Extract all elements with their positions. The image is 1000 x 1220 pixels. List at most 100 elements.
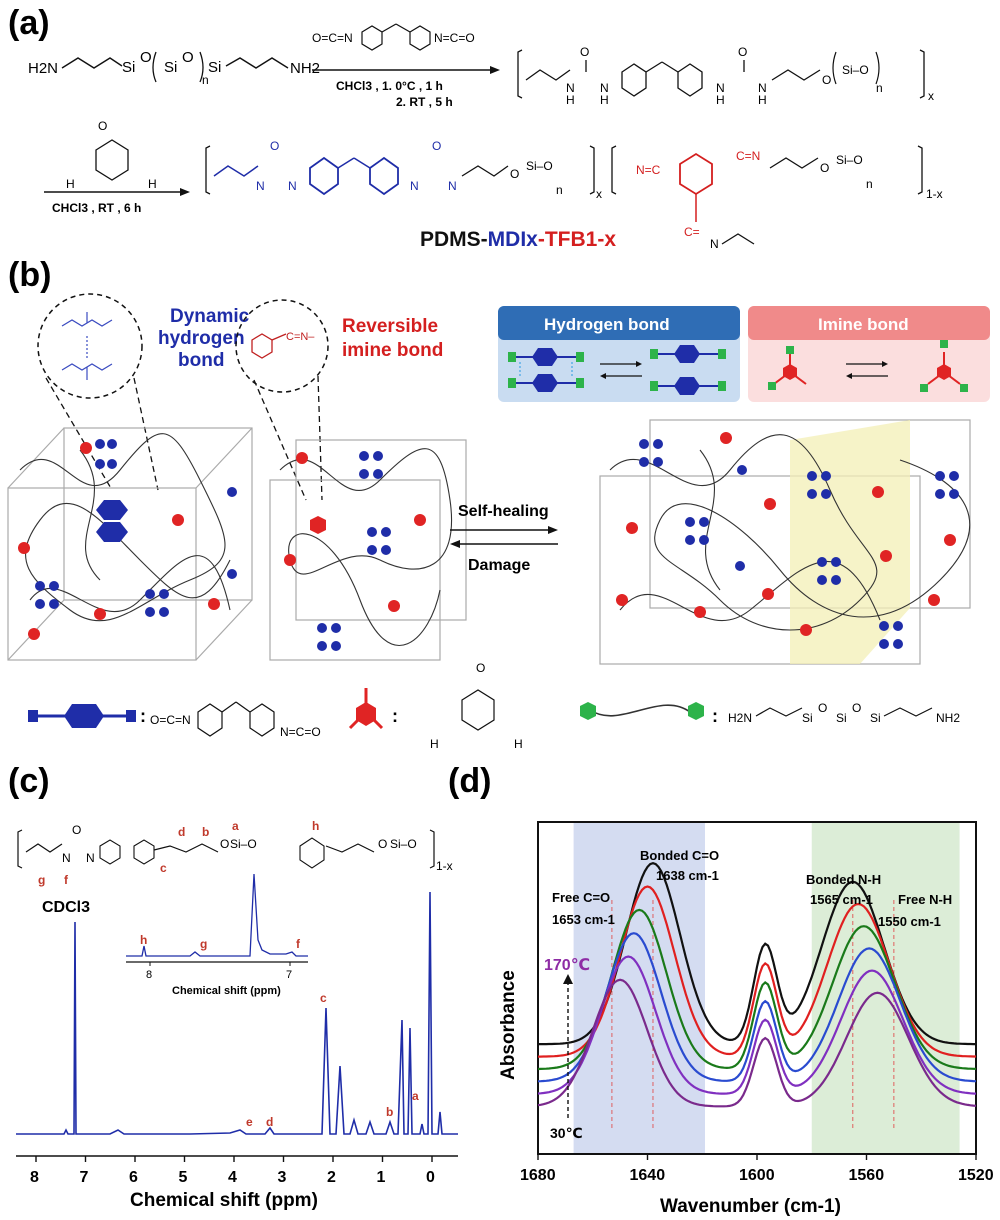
svg-text:O: O	[580, 45, 589, 59]
svg-text:N: N	[288, 179, 297, 193]
svg-text:1-x: 1-x	[436, 859, 453, 873]
ftir-guide-lines	[611, 900, 895, 1128]
svg-text:8: 8	[146, 969, 152, 981]
ftir-x-axis-label: Wavenumber (cm-1)	[660, 1196, 841, 1217]
svg-text:N: N	[256, 179, 265, 193]
svg-text:O: O	[822, 73, 831, 87]
svg-text:N: N	[566, 81, 575, 95]
svg-text:Si–O: Si–O	[230, 837, 257, 851]
legend-tfb-structure: O H H	[430, 661, 523, 751]
svg-text:O: O	[476, 661, 485, 675]
step2-conditions: CHCl3 , RT , 6 h	[52, 201, 141, 215]
svg-text:x: x	[928, 89, 934, 103]
svg-text:O: O	[378, 837, 387, 851]
nmr-x-tick-label: 6	[129, 1169, 138, 1186]
svg-text:Si: Si	[870, 711, 881, 725]
free-nh-label: Free N-H	[898, 892, 952, 907]
self-healing-label: Self-healing	[458, 503, 549, 520]
nmr-x-tick-label: 4	[228, 1169, 237, 1186]
step1-conditions: CHCl3 , 1. 0°C , 1 h	[336, 79, 443, 93]
temp-low-label: 30℃	[550, 1125, 583, 1141]
svg-text:O: O	[432, 139, 441, 153]
svg-text:Si: Si	[836, 711, 847, 725]
svg-text:f: f	[64, 873, 69, 887]
svg-text:g: g	[200, 937, 207, 951]
svg-text:H: H	[66, 177, 75, 191]
svg-text:n: n	[866, 177, 873, 191]
svg-text:NH2: NH2	[936, 711, 960, 725]
svg-text:h: h	[140, 933, 147, 947]
reactant-diamine-pdms: H2N Si O Si O Si n NH2	[28, 49, 320, 87]
svg-text:O: O	[182, 49, 194, 66]
svg-text:7: 7	[286, 969, 292, 981]
svg-text::: :	[392, 706, 398, 726]
free-co-wn: 1653 cm-1	[552, 912, 615, 927]
network-cube-right	[599, 419, 971, 665]
ftir-series-line	[537, 955, 977, 1095]
svg-text::: :	[712, 706, 718, 726]
svg-text:H: H	[716, 93, 725, 107]
damage-label: Damage	[468, 557, 530, 574]
svg-text:e: e	[246, 1115, 253, 1129]
svg-text:H2N: H2N	[728, 711, 752, 725]
ftir-series-line	[537, 978, 977, 1108]
bonded-nh-label: Bonded N-H	[806, 872, 881, 887]
hbond-box: Hydrogen bond	[498, 306, 740, 402]
svg-text:H: H	[566, 93, 575, 107]
bonded-co-wn: 1638 cm-1	[656, 868, 719, 883]
legend-pdms-structure: H2N Si O Si O Si NH2	[728, 701, 960, 725]
dynamic-label-2: hydrogen	[158, 328, 245, 349]
dynamic-label-3: bond	[178, 350, 224, 371]
nmr-x-tick-label: 1	[377, 1169, 386, 1186]
svg-text:Si–O: Si–O	[526, 159, 553, 173]
polymer-name-tfb: -TFB1-x	[538, 228, 616, 251]
svg-text:H: H	[514, 737, 523, 751]
imine-box-title: Imine bond	[818, 315, 909, 334]
svg-text:g: g	[38, 873, 45, 887]
svg-text:Si: Si	[122, 59, 135, 76]
self-healing-arrows: Self-healing Damage	[450, 503, 558, 574]
hbond-pair-left	[508, 348, 584, 392]
dynamic-label-1: Dynamic	[170, 306, 250, 327]
svg-text:x: x	[596, 187, 602, 201]
zoom-imine: C=N–	[235, 299, 329, 393]
nh2-label: NH2	[290, 60, 320, 77]
hbond-box-title: Hydrogen bond	[544, 315, 670, 334]
nmr-x-tick-label: 3	[278, 1169, 287, 1186]
svg-text:C=: C=	[684, 225, 700, 239]
svg-text:Si–O: Si–O	[836, 153, 863, 167]
svg-text:O: O	[270, 139, 279, 153]
svg-text:N: N	[710, 237, 719, 251]
polymer-name: PDMS-MDIx-TFB1-x	[420, 228, 616, 251]
svg-text:n: n	[202, 73, 209, 87]
svg-text:Si–O: Si–O	[390, 837, 417, 851]
svg-text:N=C=O: N=C=O	[280, 725, 321, 739]
panel-label-a: (a)	[8, 4, 50, 42]
legend-mdi-symbol	[28, 704, 136, 728]
svg-text:Si: Si	[208, 59, 221, 76]
svg-text:N=C: N=C	[636, 163, 661, 177]
imine-node-right	[920, 340, 968, 392]
svg-text:a: a	[412, 1089, 419, 1103]
svg-text:c: c	[160, 861, 167, 875]
svg-text:O: O	[820, 161, 829, 175]
ftir-x-tick-label: 1680	[520, 1167, 556, 1184]
svg-text:N: N	[410, 179, 419, 193]
svg-text:N: N	[758, 81, 767, 95]
nmr-x-axis-label: Chemical shift (ppm)	[130, 1190, 318, 1211]
svg-text:Si: Si	[802, 711, 813, 725]
svg-text:N=C=O: N=C=O	[434, 31, 475, 45]
h2n-label: H2N	[28, 60, 58, 77]
svg-text:h: h	[312, 819, 319, 833]
svg-text:Si–O: Si–O	[842, 63, 869, 77]
ftir-series	[537, 862, 977, 1108]
reaction-arrow-step1: O=C=N N=C=O CHCl3 , 1. 0°C , 1 h 2. RT ,…	[312, 23, 500, 109]
hbond-pair-right	[650, 345, 726, 395]
panel-label-b: (b)	[8, 256, 51, 294]
svg-text:N: N	[716, 81, 725, 95]
svg-text:O: O	[220, 837, 229, 851]
imine-node-left	[768, 346, 807, 390]
svg-text:O=C=N: O=C=N	[312, 31, 353, 45]
